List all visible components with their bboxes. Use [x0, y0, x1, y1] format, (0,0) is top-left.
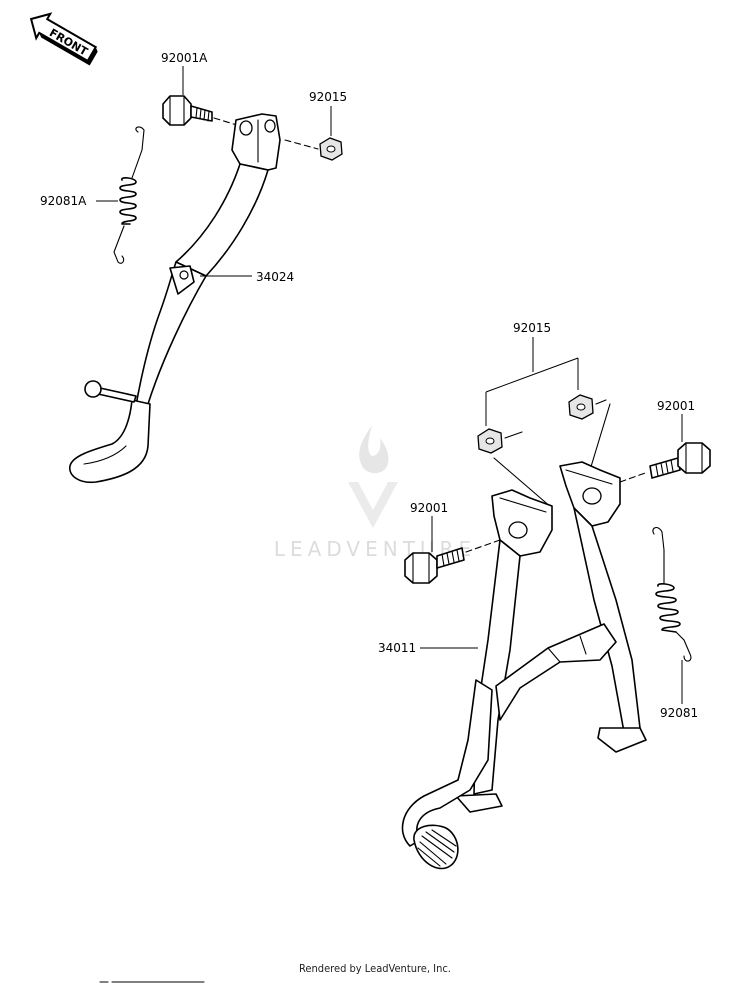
side-stand [69, 113, 281, 484]
watermark-logo: LEADVENTURE [274, 425, 471, 561]
label-34024: 34024 [256, 270, 294, 284]
label-92015-center: 92015 [513, 321, 551, 335]
side-stand-bolt [162, 95, 213, 126]
label-92001-right: 92001 [657, 399, 695, 413]
center-stand-spring [652, 526, 692, 662]
center-stand [401, 461, 647, 870]
center-nut-bracket [485, 337, 579, 426]
side-stand-nut [319, 137, 343, 161]
center-stand-nut-left [477, 428, 503, 454]
label-92001-left: 92001 [410, 501, 448, 515]
label-92001A: 92001A [161, 51, 208, 65]
center-stand-nut-right [568, 394, 594, 420]
footer-credit: Rendered by LeadVenture, Inc. [299, 962, 451, 975]
label-92081: 92081 [660, 706, 698, 720]
center-stand-bolt-left [404, 547, 465, 584]
label-92015-side: 92015 [309, 90, 347, 104]
side-stand-spring [113, 126, 145, 264]
center-stand-bolt-right [649, 442, 711, 479]
label-34011: 34011 [378, 641, 416, 655]
label-92081A: 92081A [40, 194, 87, 208]
front-arrow-badge: FRONT [29, 12, 98, 66]
